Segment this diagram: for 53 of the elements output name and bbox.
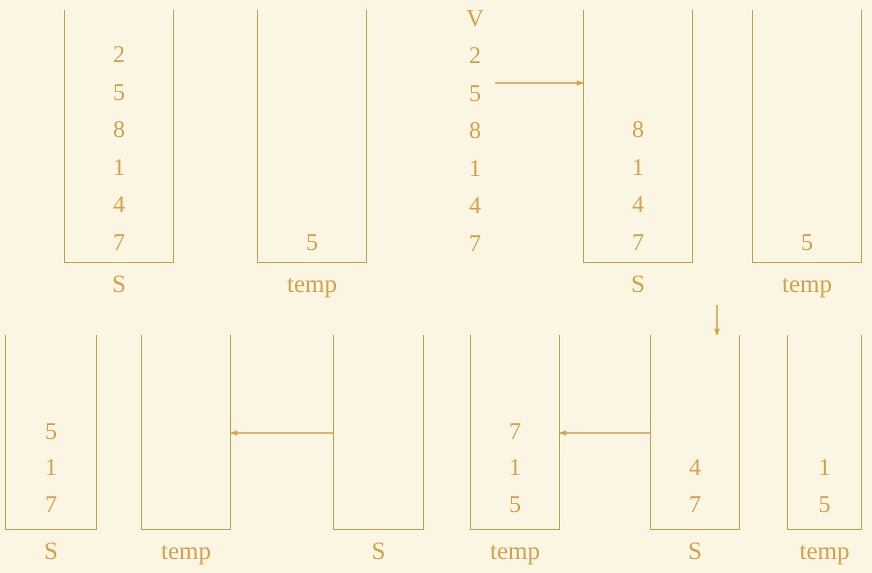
stack-value: 1 — [45, 454, 57, 483]
arrow — [559, 430, 650, 436]
stack-container — [333, 335, 424, 530]
column-label: V — [466, 4, 484, 34]
stack-value: 7 — [632, 228, 644, 258]
stack-container — [752, 10, 862, 263]
stack-label: temp — [798, 538, 850, 566]
stack-value: 2 — [113, 41, 125, 70]
stack-container — [141, 335, 231, 530]
arrow — [714, 305, 720, 336]
stack-value: 1 — [113, 154, 125, 182]
stack-label: temp — [781, 271, 833, 299]
stack-value: 8 — [632, 116, 644, 145]
stack-value: 7 — [509, 418, 521, 446]
stack-container — [257, 10, 367, 263]
stack-value: 5 — [509, 490, 521, 520]
stack-container — [650, 335, 740, 530]
stack-value: 1 — [469, 154, 481, 184]
stack-value: 4 — [113, 191, 125, 220]
stack-label: S — [630, 271, 646, 299]
stack-value: 7 — [469, 230, 481, 258]
stack-value: 7 — [45, 490, 57, 520]
stack-value: 2 — [469, 42, 481, 71]
stack-label: temp — [160, 538, 212, 566]
stack-container — [787, 335, 862, 530]
stack-container — [470, 335, 560, 530]
stack-label: S — [111, 271, 127, 299]
stack-value: 5 — [306, 228, 318, 258]
stack-label: temp — [489, 538, 541, 566]
stack-value: 5 — [469, 80, 481, 108]
stack-label: S — [43, 538, 59, 566]
stack-value: 8 — [469, 117, 481, 146]
stack-value: 4 — [689, 454, 701, 483]
stack-label: S — [687, 538, 703, 566]
stack-value: 8 — [113, 116, 125, 145]
stack-value: 5 — [818, 490, 830, 520]
arrow — [495, 80, 584, 86]
stack-value: 1 — [818, 454, 830, 483]
stack-label: S — [370, 538, 386, 566]
stack-value: 7 — [113, 228, 125, 258]
stack-value: 1 — [509, 454, 521, 483]
stack-label: temp — [286, 271, 338, 299]
stack-container — [64, 10, 174, 263]
stack-value: 5 — [113, 78, 125, 108]
stack-container — [5, 335, 97, 530]
stack-container — [583, 10, 693, 263]
stack-value: 4 — [469, 192, 481, 221]
stack-value: 4 — [632, 191, 644, 220]
stack-value: 5 — [45, 418, 57, 446]
arrow — [230, 430, 333, 436]
stack-value: 1 — [632, 154, 644, 182]
stack-value: 7 — [689, 490, 701, 520]
stack-value: 5 — [801, 228, 813, 258]
